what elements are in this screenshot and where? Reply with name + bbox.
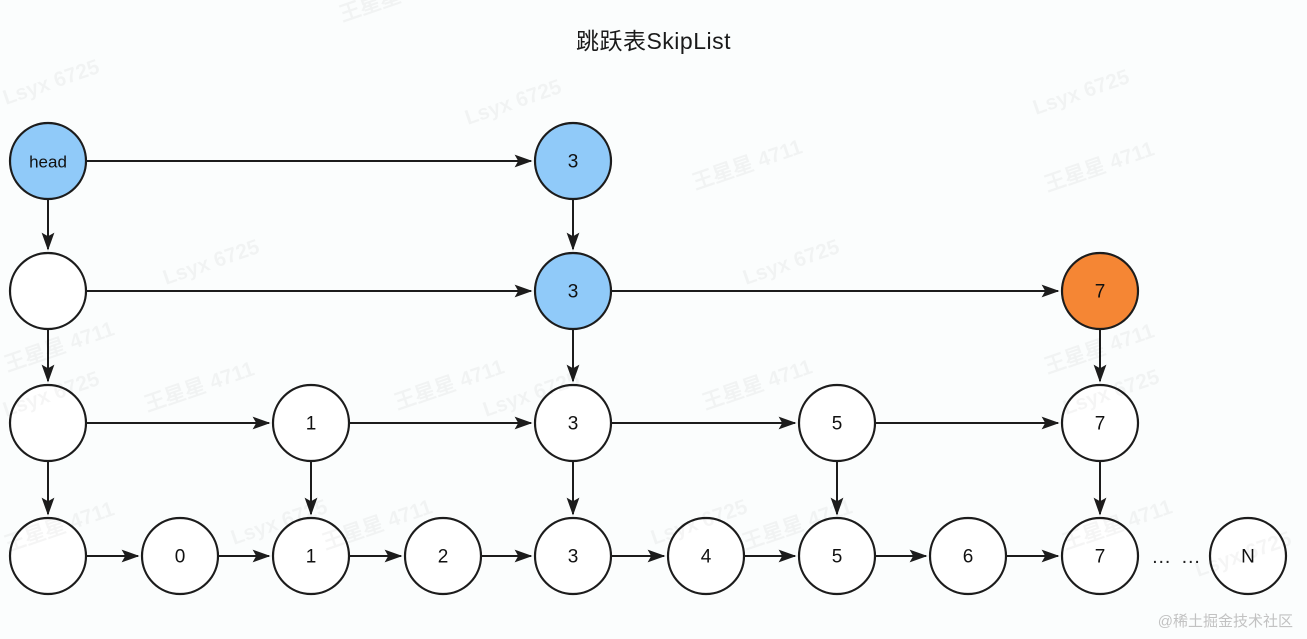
node-circle[interactable] [533, 121, 613, 201]
ellipsis-label: … … [1151, 546, 1203, 568]
skiplist-node[interactable] [8, 383, 88, 463]
node-circle[interactable] [271, 383, 351, 463]
skiplist-node[interactable]: 6 [928, 516, 1008, 596]
skiplist-node[interactable] [8, 516, 88, 596]
node-circle[interactable] [271, 516, 351, 596]
node-circle[interactable] [1208, 516, 1288, 596]
node-circle[interactable] [928, 516, 1008, 596]
skiplist-node[interactable]: 5 [797, 516, 877, 596]
node-circle[interactable] [533, 516, 613, 596]
skiplist-node[interactable]: 1 [271, 516, 351, 596]
node-circle[interactable] [666, 516, 746, 596]
node-circle[interactable] [8, 121, 88, 201]
skiplist-node[interactable] [8, 251, 88, 331]
skiplist-node[interactable]: 7 [1060, 516, 1140, 596]
skiplist-node[interactable]: 3 [533, 383, 613, 463]
skiplist-node[interactable]: 7 [1060, 383, 1140, 463]
page-title: 跳跃表SkipList [575, 28, 732, 54]
node-circle[interactable] [533, 383, 613, 463]
node-circle[interactable] [533, 251, 613, 331]
node-circle[interactable] [8, 516, 88, 596]
node-circle[interactable] [140, 516, 220, 596]
node-circle[interactable] [1060, 516, 1140, 596]
node-circle[interactable] [1060, 251, 1140, 331]
edges-group [41, 154, 1107, 563]
skiplist-node[interactable]: head [8, 121, 88, 201]
skiplist-node[interactable]: 3 [533, 516, 613, 596]
skiplist-node[interactable]: 2 [403, 516, 483, 596]
node-circle[interactable] [403, 516, 483, 596]
skiplist-node[interactable]: 3 [533, 121, 613, 201]
skiplist-node[interactable]: 7 [1060, 251, 1140, 331]
skiplist-node[interactable]: 4 [666, 516, 746, 596]
skiplist-node[interactable]: N [1208, 516, 1288, 596]
skiplist-node[interactable]: 5 [797, 383, 877, 463]
site-watermark: @稀土掘金技术社区 [1157, 613, 1293, 630]
node-circle[interactable] [1060, 383, 1140, 463]
ellipsis-group: … … [1151, 546, 1203, 568]
node-circle[interactable] [797, 383, 877, 463]
node-circle[interactable] [8, 383, 88, 463]
skiplist-node[interactable]: 1 [271, 383, 351, 463]
skiplist-node[interactable]: 0 [140, 516, 220, 596]
node-circle[interactable] [8, 251, 88, 331]
node-circle[interactable] [797, 516, 877, 596]
skiplist-node[interactable]: 3 [533, 251, 613, 331]
